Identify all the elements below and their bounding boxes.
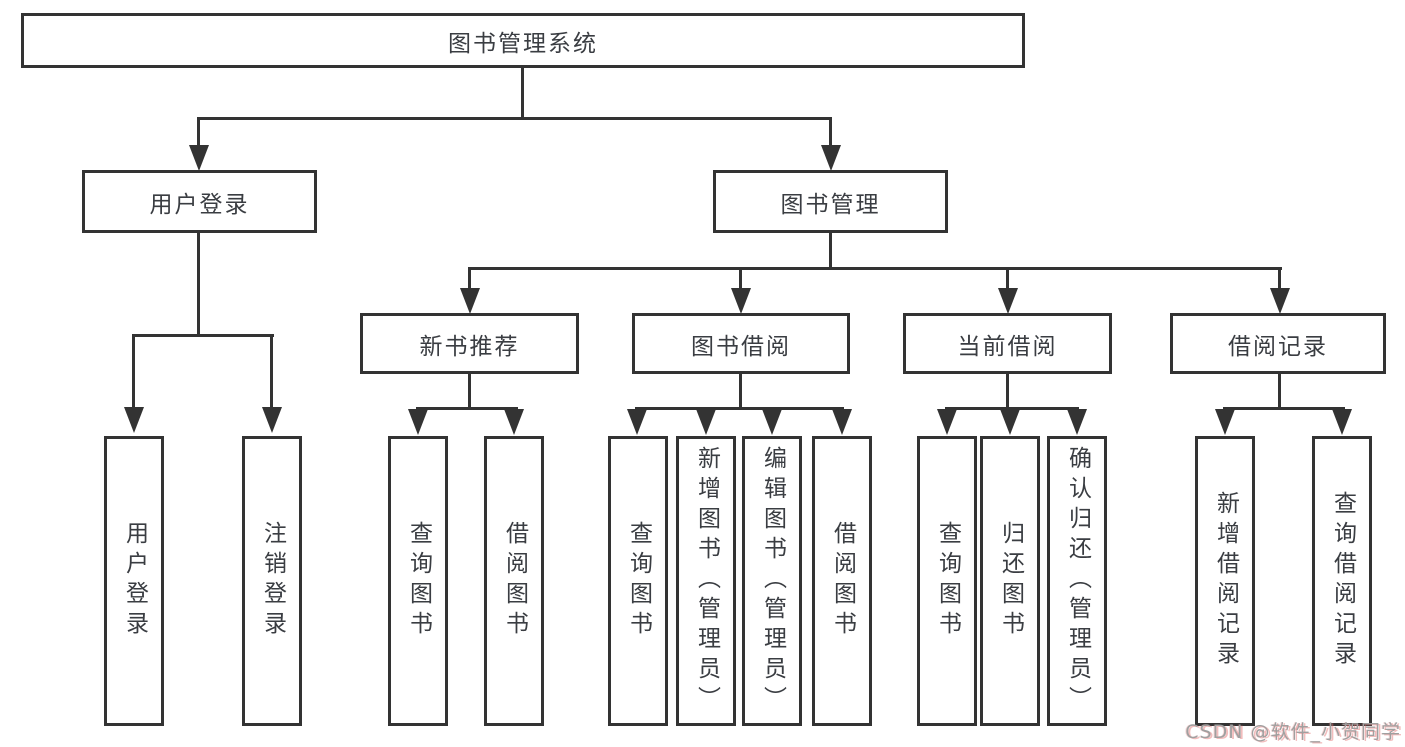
node-leaf-confirm-return-admin: 确认归还（管理员） [1047, 436, 1107, 726]
node-new-book-recommendation: 新书推荐 [360, 313, 579, 374]
node-book-borrowing: 图书借阅 [632, 313, 850, 374]
connector-line [468, 269, 471, 292]
connector-line [1006, 374, 1009, 410]
arrow-down-icon [504, 409, 524, 435]
node-user-login: 用户登录 [82, 170, 317, 233]
connector-line [468, 374, 471, 410]
arrow-down-icon [1215, 409, 1235, 435]
connector-line [197, 233, 200, 337]
node-leaf-borrow-books: 借阅图书 [812, 436, 872, 726]
node-library-management-system: 图书管理系统 [21, 13, 1025, 68]
node-leaf-user-login: 用户登录 [104, 436, 164, 726]
connector-line [739, 374, 742, 410]
node-leaf-borrow-books-recommend: 借阅图书 [484, 436, 544, 726]
connector-line [829, 233, 832, 270]
connector-line [468, 267, 1282, 270]
connector-line [132, 336, 135, 412]
arrow-down-icon [1067, 409, 1087, 435]
connector-line [1223, 407, 1345, 410]
node-leaf-add-book-admin: 新增图书（管理员） [676, 436, 736, 726]
arrow-down-icon [696, 409, 716, 435]
arrow-down-icon [832, 409, 852, 435]
connector-line [270, 336, 273, 412]
node-leaf-logout: 注销登录 [242, 436, 302, 726]
arrow-down-icon [937, 409, 957, 435]
connector-line [132, 334, 274, 337]
node-book-management: 图书管理 [713, 170, 948, 233]
node-leaf-query-borrow-record: 查询借阅记录 [1312, 436, 1372, 726]
connector-line [197, 117, 832, 120]
connector-line [521, 68, 524, 120]
connector-line [1006, 269, 1009, 292]
arrow-down-icon [821, 145, 841, 171]
arrow-down-icon [408, 409, 428, 435]
arrow-down-icon [731, 288, 751, 314]
node-leaf-edit-book-admin: 编辑图书（管理员） [742, 436, 802, 726]
connector-line [829, 119, 832, 150]
arrow-down-icon [189, 145, 209, 171]
arrow-down-icon [627, 409, 647, 435]
arrow-down-icon [998, 288, 1018, 314]
node-leaf-query-books-recommend: 查询图书 [388, 436, 448, 726]
arrow-down-icon [1000, 409, 1020, 435]
arrow-down-icon [460, 288, 480, 314]
arrow-down-icon [762, 409, 782, 435]
connector-line [739, 269, 742, 292]
csdn-watermark: CSDN @软件_小贺同学 [1185, 721, 1401, 743]
connector-line [197, 119, 200, 150]
node-leaf-query-books-borrowing: 查询图书 [608, 436, 668, 726]
connector-line [416, 407, 518, 410]
node-leaf-add-borrow-record: 新增借阅记录 [1195, 436, 1255, 726]
node-leaf-query-books-current: 查询图书 [917, 436, 977, 726]
arrow-down-icon [1332, 409, 1352, 435]
connector-line [1278, 374, 1281, 410]
arrow-down-icon [262, 407, 282, 433]
node-leaf-return-books: 归还图书 [980, 436, 1040, 726]
connector-line [635, 407, 844, 410]
connector-line [1278, 269, 1281, 292]
node-current-borrowing: 当前借阅 [903, 313, 1112, 374]
connector-line [945, 407, 1079, 410]
node-borrowing-records: 借阅记录 [1170, 313, 1386, 374]
arrow-down-icon [1270, 288, 1290, 314]
arrow-down-icon [124, 407, 144, 433]
